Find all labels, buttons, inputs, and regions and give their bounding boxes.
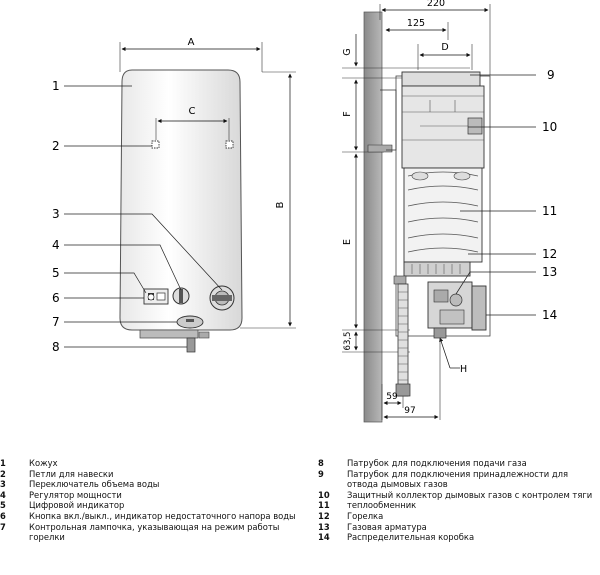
callout-6: 6 bbox=[52, 291, 60, 305]
legend-item: 7 Контрольная лампочка, указывающая на ре… bbox=[0, 522, 300, 543]
callout-7: 7 bbox=[52, 315, 60, 329]
dim-label-59: 59 bbox=[386, 392, 398, 402]
legend-number: 3 bbox=[0, 479, 6, 490]
legend-item: 10 Защитный коллектор дымовых газов с кон… bbox=[318, 490, 600, 501]
legend-left-column: 1 Кожух 2 Петли для навески 3 Переключатель о… bbox=[0, 458, 300, 543]
on-off-button bbox=[147, 293, 155, 301]
dimension-d: D bbox=[417, 42, 473, 70]
dim-label-b: B bbox=[275, 201, 286, 208]
legend-number: 9 bbox=[318, 468, 324, 479]
legend-number: 7 bbox=[0, 521, 6, 532]
legend-text: Контрольная лампочка, указывающая на реж… bbox=[29, 521, 280, 543]
callout-8: 8 bbox=[52, 340, 60, 354]
callout-10: 10 bbox=[542, 120, 557, 134]
legend-number: 8 bbox=[318, 458, 324, 468]
legend-item: 5 Цифровой индикатор bbox=[0, 500, 300, 511]
legend-text: теплообменник bbox=[347, 500, 417, 511]
legend-number: 1 bbox=[0, 458, 6, 468]
dim-label-97: 97 bbox=[404, 406, 415, 416]
legend-item: 13 Газовая арматура bbox=[318, 522, 600, 533]
mounting-wall bbox=[363, 11, 383, 423]
burner bbox=[403, 261, 471, 277]
appliance-casing bbox=[119, 69, 243, 331]
legend-text: Защитный коллектор дымовых газов с контр… bbox=[347, 489, 593, 500]
hanging-loop-right bbox=[225, 140, 234, 149]
legend-number: 4 bbox=[0, 489, 6, 500]
dim-label-125: 125 bbox=[407, 18, 425, 29]
distribution-box bbox=[471, 285, 487, 331]
dimension-c: C bbox=[155, 106, 230, 140]
legend-number: 2 bbox=[0, 468, 6, 479]
side-view: 220 125 D G F E 63,5 bbox=[342, 0, 557, 423]
legend-number: 10 bbox=[318, 489, 330, 500]
dim-label-c: C bbox=[189, 106, 196, 117]
dimension-125: 125 bbox=[385, 18, 449, 40]
legend-item: 14 Распределительная коробка bbox=[318, 532, 600, 543]
legend-right-column: 8 Патрубок для подключения подачи газа 9 Па… bbox=[318, 458, 600, 543]
legend-item: 3 Переключатель объема воды bbox=[0, 479, 300, 490]
legend-item: 12 Горелка bbox=[318, 511, 600, 522]
legend-item: 1 Кожух bbox=[0, 458, 300, 469]
legend-item: 8 Патрубок для подключения подачи газа bbox=[318, 458, 600, 469]
flue-outlet bbox=[401, 71, 481, 87]
legend-text: Переключатель объема воды bbox=[29, 479, 160, 490]
legend-text: Регулятор мощности bbox=[29, 489, 122, 500]
legend-number: 12 bbox=[318, 510, 330, 521]
legend-number: 5 bbox=[0, 500, 6, 511]
legend-item: 11 теплообменник bbox=[318, 500, 600, 511]
legend-text: Кнопка вкл./выкл., индикатор недостаточн… bbox=[29, 510, 296, 521]
gas-valve bbox=[427, 281, 473, 329]
gas-connection-pipe bbox=[186, 337, 196, 353]
dimension-b: B bbox=[240, 71, 296, 329]
legend-text: Кожух bbox=[29, 458, 58, 468]
callout-11: 11 bbox=[542, 204, 557, 218]
hanging-loop-left bbox=[151, 140, 160, 149]
legend-text: Патрубок для подключения подачи газа bbox=[347, 458, 527, 468]
legend-number: 14 bbox=[318, 532, 330, 543]
callout-12: 12 bbox=[542, 247, 557, 261]
front-view: A B C bbox=[52, 37, 296, 354]
dim-label-a: A bbox=[188, 37, 195, 48]
legend-number: 11 bbox=[318, 500, 330, 511]
callout-5: 5 bbox=[52, 266, 60, 280]
heat-exchanger bbox=[403, 167, 483, 263]
dim-label-63: 63,5 bbox=[343, 332, 353, 351]
legend-text: Распределительная коробка bbox=[347, 532, 475, 543]
legend-number: 13 bbox=[318, 521, 330, 532]
dim-label-f: F bbox=[342, 111, 353, 116]
dimension-a: A bbox=[119, 37, 263, 72]
dim-label-220: 220 bbox=[427, 0, 445, 9]
dim-label-h: H bbox=[460, 364, 467, 375]
legend-text: Горелка bbox=[347, 510, 384, 521]
callout-1: 1 bbox=[52, 79, 60, 93]
callout-3: 3 bbox=[52, 207, 60, 221]
callout-13: 13 bbox=[542, 265, 557, 279]
callout-14: 14 bbox=[542, 308, 557, 322]
legend-text: Патрубок для подключения принадлежности … bbox=[347, 468, 569, 490]
callout-4: 4 bbox=[52, 238, 60, 252]
legend-text: Газовая арматура bbox=[347, 521, 427, 532]
dim-label-d: D bbox=[441, 42, 448, 53]
dim-label-e: E bbox=[342, 239, 353, 245]
legend-item: 2 Петли для навески bbox=[0, 469, 300, 480]
technical-diagram: A B C bbox=[52, 0, 557, 423]
dim-label-g: G bbox=[342, 48, 353, 55]
callout-9: 9 bbox=[547, 68, 555, 82]
callout-2: 2 bbox=[52, 139, 60, 153]
legend-item: 4 Регулятор мощности bbox=[0, 490, 300, 501]
legend-item: 9 Патрубок для подключения принадлежности… bbox=[318, 469, 600, 490]
legend-text: Цифровой индикатор bbox=[29, 500, 125, 511]
bottom-dimensions: 59 97 bbox=[381, 338, 441, 420]
legend-item: 6 Кнопка вкл./выкл., индикатор недостаточ… bbox=[0, 511, 300, 522]
legend-text: Петли для навески bbox=[29, 468, 114, 479]
legend-number: 6 bbox=[0, 510, 6, 521]
dimension-220: 220 bbox=[379, 0, 491, 75]
